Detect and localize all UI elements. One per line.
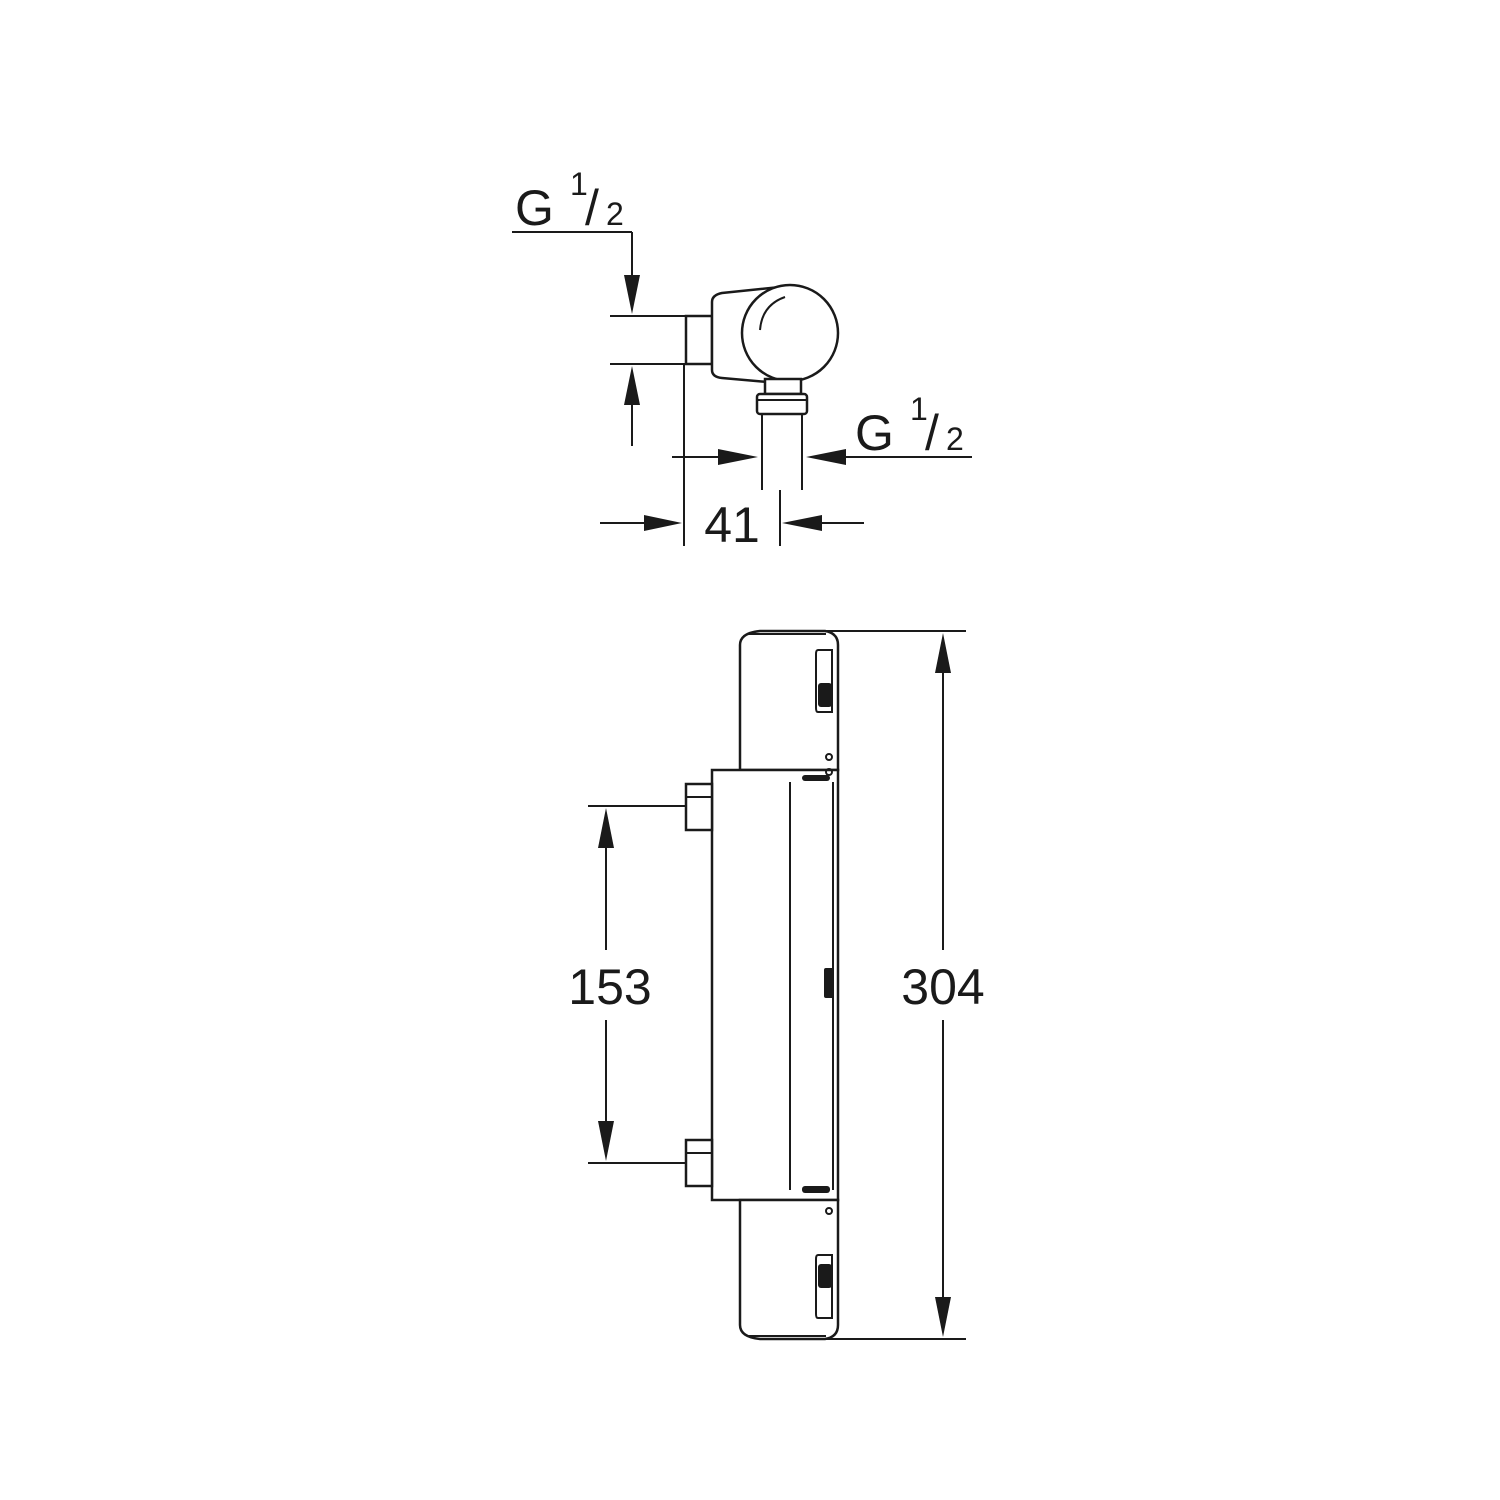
thread-right-slash: /: [925, 405, 939, 461]
bottom-handle-grip-mark: [818, 1264, 832, 1288]
top-handle-dot: [825, 753, 833, 761]
body-button-mark: [824, 968, 834, 998]
dimension-153: 153: [568, 805, 686, 1164]
bottom-handle-dot: [825, 1207, 833, 1215]
top-handle-grip: [815, 649, 833, 713]
thread-top-slash: /: [585, 180, 599, 236]
outlet-nut: [755, 392, 809, 416]
thread-right-letter: G: [855, 405, 894, 461]
arrow-up-icon: [598, 808, 614, 848]
arrow-up-icon: [624, 366, 640, 405]
inlet-nipple-upper: [684, 782, 714, 832]
valve-body-front: [710, 768, 840, 1202]
front-view: 153 304: [568, 629, 985, 1341]
arrow-up-icon: [935, 633, 951, 673]
thread-callout-right: G 1 / 2: [672, 391, 972, 465]
inlet-nipple-side: [684, 314, 714, 366]
knob-side: [740, 283, 840, 383]
dimension-label-41: 41: [704, 497, 760, 553]
body-top-dot: [825, 768, 833, 776]
dimension-41: 41: [600, 364, 864, 553]
arrow-down-icon: [935, 1297, 951, 1337]
thread-top-letter: G: [515, 180, 554, 236]
dimension-label-153: 153: [568, 959, 651, 1015]
thread-top-numerator: 1: [570, 166, 588, 202]
knob-highlight: [759, 296, 786, 331]
dimension-304: 304: [822, 630, 985, 1340]
thread-right-numerator: 1: [910, 391, 928, 427]
arrow-left-icon: [782, 515, 822, 531]
body-top-mark: [802, 775, 830, 781]
side-view: G 1 / 2 G 1 / 2: [512, 166, 972, 553]
arrow-down-icon: [624, 275, 640, 314]
dimension-label-304: 304: [901, 959, 984, 1015]
thread-right-denominator: 2: [946, 421, 964, 457]
outlet-neck: [763, 377, 803, 396]
thread-top-denominator: 2: [606, 196, 624, 232]
body-bottom-mark: [802, 1186, 830, 1193]
inlet-nipple-lower: [684, 1138, 714, 1188]
thread-callout-top: G 1 / 2: [512, 166, 640, 314]
arrow-left-icon: [806, 449, 846, 465]
arrow-right-icon: [718, 449, 758, 465]
arrow-right-icon: [644, 515, 682, 531]
arrow-down-icon: [598, 1121, 614, 1161]
bottom-handle-grip: [815, 1254, 833, 1319]
top-handle-grip-mark: [818, 683, 832, 707]
